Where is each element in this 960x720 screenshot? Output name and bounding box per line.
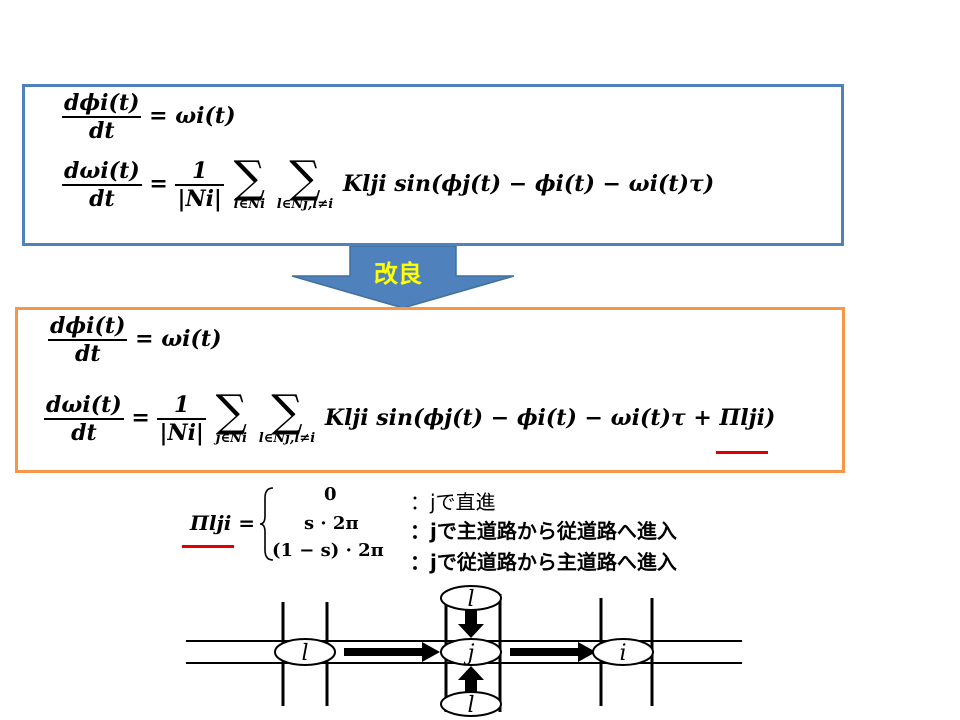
bottom-eq2-sum1-sub: j∈Ni [215,431,247,446]
case-label-2: ：jで主道路から従道路へ進入 [410,519,677,543]
improved-equation-box [15,307,845,473]
improvement-arrow [291,246,515,309]
node-l-left-label: l [301,641,308,666]
case-label-3: ：jで従道路から主道路へ進入 [410,550,677,574]
top-eq1-denominator: dt [88,118,115,144]
case-label-1: ：jで直進 [410,490,496,514]
case-value-1: 0 [324,484,337,505]
bottom-eq2-sum2-sub: l∈Nj,l≠i [258,431,316,446]
bottom-eq2-sum2: ∑ l∈Nj,l≠i [258,386,316,446]
top-eq2: dωi(t) dt = 1 |Ni| ∑ l∈Ni ∑ l∈Nj,l≠i Klj… [62,152,715,212]
arrow-shape [291,246,515,309]
bottom-eq2-numerator: dωi(t) [44,392,124,420]
piecewise-lhs: Πlji = [190,511,256,535]
top-eq2-sum1: ∑ l∈Ni [233,152,266,212]
arrow-label: 改良 [374,260,422,288]
node-i-label: i [619,641,626,666]
bottom-eq2-coefficient: 1 |Ni| [157,392,206,446]
top-eq1-rhs: = ωi(t) [149,103,236,129]
top-eq2-fraction: dωi(t) dt [62,158,142,212]
arrow-l-to-j [344,642,440,662]
bottom-eq1-fraction: dϕi(t) dt [48,313,128,367]
node-i: i [592,638,654,666]
node-j: j [440,638,502,666]
pi-term-underline [716,451,768,454]
top-eq1: dϕi(t) dt = ωi(t) [62,90,236,144]
top-eq2-term: Klji sin(ϕj(t) − ϕi(t) − ωi(t)τ) [342,171,715,197]
top-eq2-coef-num: 1 [175,158,224,186]
bottom-eq2-sum1: ∑ j∈Ni [215,386,248,446]
case-value-2: s · 2π [304,513,359,534]
top-eq1-fraction: dϕi(t) dt [62,90,142,144]
top-eq2-coefficient: 1 |Ni| [175,158,224,212]
top-eq2-numerator: dωi(t) [62,158,142,186]
node-l-left: l [274,638,336,666]
piecewise-brace [259,487,274,561]
top-eq2-sum2-sub: l∈Nj,l≠i [276,197,334,212]
node-l-top: l [440,585,502,612]
bottom-eq2-term: Klji sin(ϕj(t) − ϕi(t) − ωi(t)τ + Πlji) [324,405,776,431]
bottom-eq1: dϕi(t) dt = ωi(t) [48,313,222,367]
arrow-label-wrap: 改良 [374,254,422,289]
arrow-bottom-to-j [458,666,484,694]
node-l-bottom: l [440,691,502,718]
bottom-eq1-denominator: dt [74,341,101,367]
bottom-eq2-fraction: dωi(t) dt [44,392,124,446]
arrow-top-to-j [458,610,484,638]
bottom-eq2-denominator: dt [71,420,97,446]
node-l-top-label: l [467,587,474,612]
case-value-3: (1 − s) · 2π [272,540,384,561]
node-l-bottom-label: l [467,693,474,718]
bottom-eq2: dωi(t) dt = 1 |Ni| ∑ j∈Ni ∑ l∈Nj,l≠i Klj… [44,386,776,446]
road-diagram: l j i l l [186,585,742,718]
top-eq2-denominator: dt [89,186,115,212]
bottom-eq2-coef-den: |Ni| [159,420,204,446]
bottom-eq1-numerator: dϕi(t) [48,313,128,341]
bottom-eq2-coef-num: 1 [157,392,206,420]
top-eq1-numerator: dϕi(t) [62,90,142,118]
arrow-j-to-i [510,642,596,662]
top-eq2-sum1-sub: l∈Ni [233,197,266,212]
top-eq2-coef-den: |Ni| [177,186,222,212]
original-equation-box [22,84,844,246]
pi-lhs-underline [182,545,234,548]
top-eq2-sum2: ∑ l∈Nj,l≠i [276,152,334,212]
bottom-eq1-rhs: = ωi(t) [135,326,222,352]
